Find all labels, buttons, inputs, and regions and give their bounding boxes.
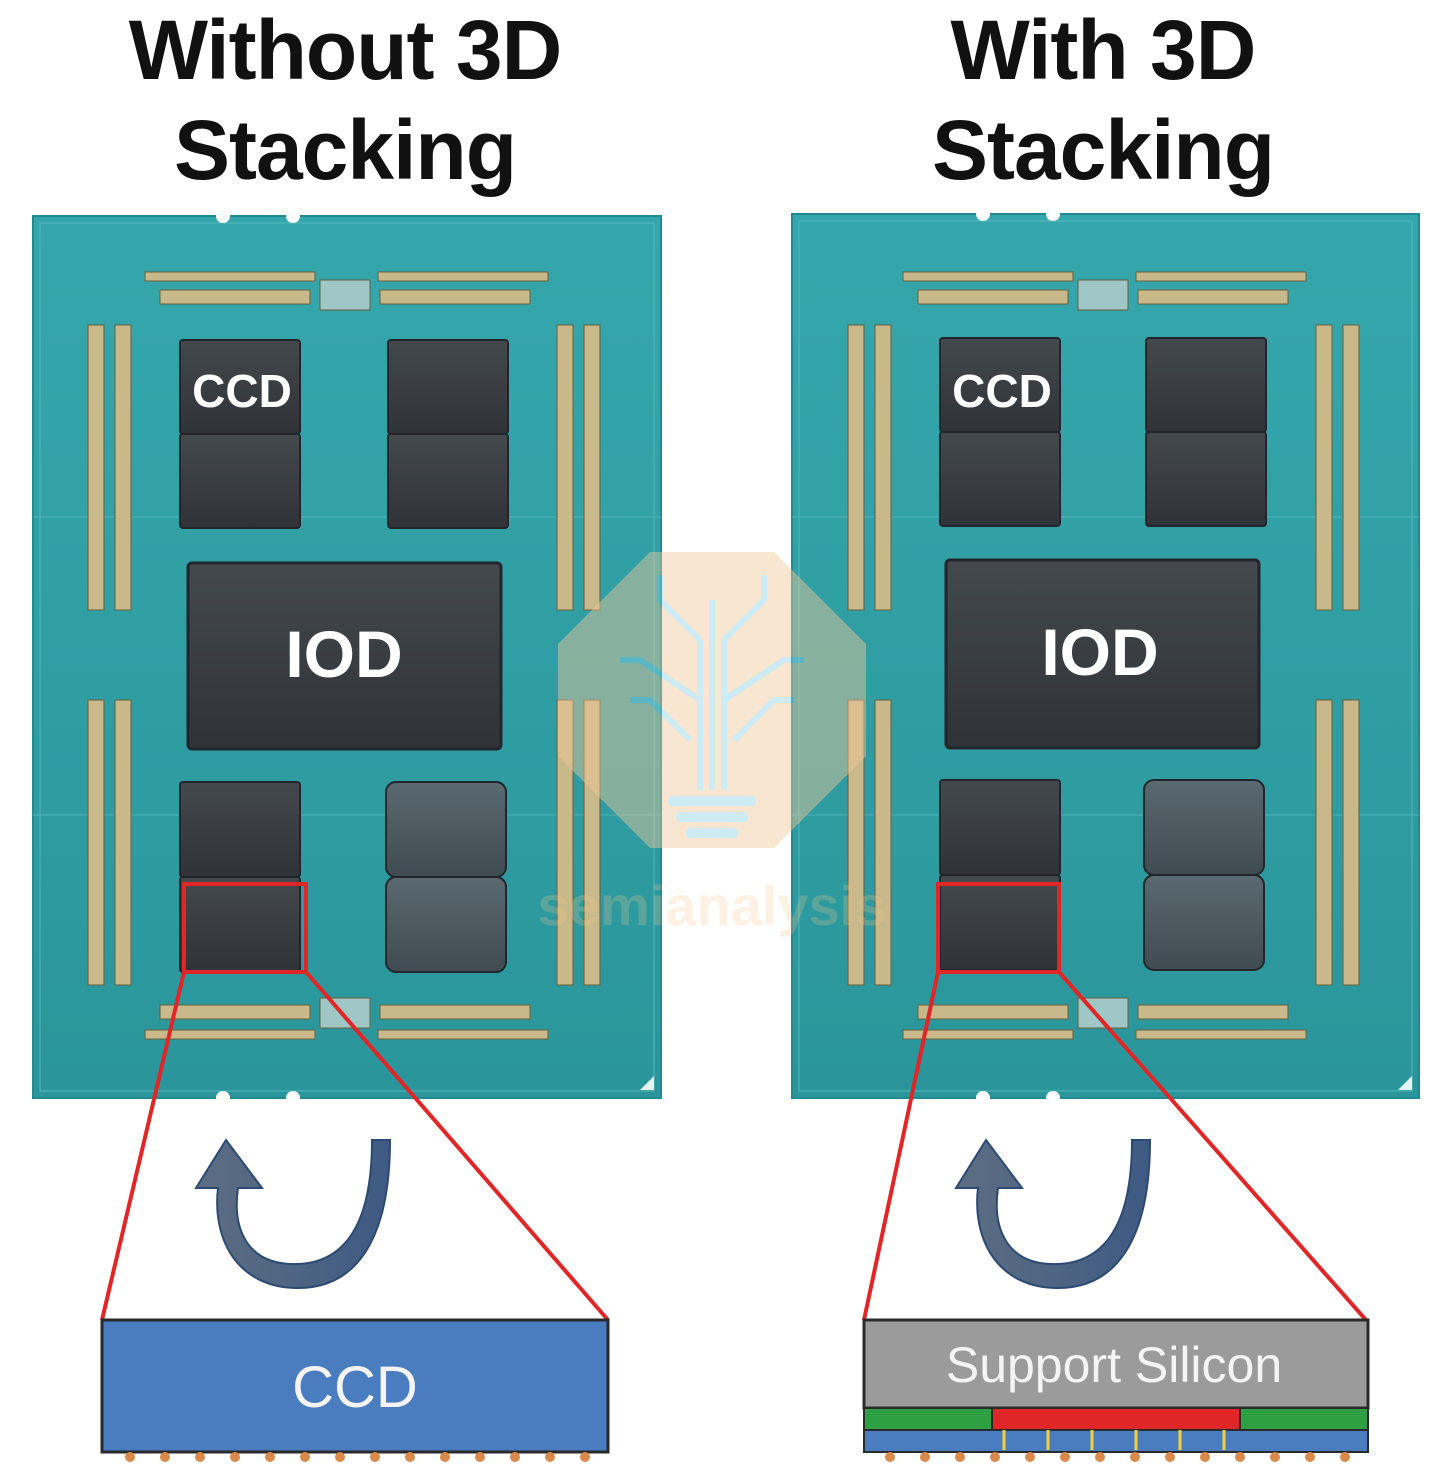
cache-die-left — [863, 1407, 993, 1431]
cache-die-right — [1239, 1407, 1369, 1431]
iod-die-label: IOD — [285, 617, 402, 691]
capacitor-rows — [87, 271, 601, 1040]
watermark: semianalysis — [538, 552, 887, 937]
watermark-logo-icon — [558, 552, 866, 848]
right-capacitor-column — [556, 324, 601, 986]
tsv-row — [1002, 1430, 1226, 1450]
bottom-capacitor-row — [902, 997, 1307, 1040]
ccd-stack-label: CCD — [292, 1355, 418, 1420]
title-line-1: Without 3D — [128, 3, 562, 97]
panel-title-with-3d-stacking: With 3D Stacking — [753, 0, 1453, 200]
flip-arrow-icon — [194, 1138, 392, 1290]
panel-title-without-3d-stacking: Without 3D Stacking — [0, 0, 695, 200]
watermark-text: semianalysis — [538, 874, 887, 937]
top-capacitor-row — [144, 271, 549, 311]
bump-row — [885, 1452, 1350, 1462]
callout-highlight — [862, 882, 1368, 1322]
ccd-die-top-right — [387, 339, 509, 529]
iod-die-label: IOD — [1041, 615, 1158, 689]
bump-row — [125, 1452, 590, 1462]
base-ccd-die — [863, 1429, 1369, 1453]
ccd-die-label: CCD — [952, 365, 1052, 417]
iod-die: IOD — [944, 558, 1261, 750]
tree-circuit-icon — [620, 575, 804, 790]
ccd-die-top-left: CCD — [179, 339, 301, 529]
ccd-die-label: CCD — [192, 365, 292, 417]
support-silicon-stack-crosssection: Support Silicon — [862, 1318, 1370, 1462]
ccd-die-bottom-right — [385, 781, 507, 973]
panel-with-3d-stacking: CCD IOD Support Silicon — [791, 207, 1420, 1462]
title-line-1: With 3D — [950, 3, 1257, 97]
panel-without-3d-stacking: CCD IOD CCD — [32, 209, 662, 1462]
right-capacitor-column — [1315, 324, 1360, 986]
left-capacitor-column — [847, 324, 892, 986]
support-silicon-label: Support Silicon — [946, 1337, 1282, 1393]
bottom-capacitor-row — [144, 997, 549, 1040]
top-capacitor-row — [902, 271, 1307, 311]
ccd-die-bottom-left — [939, 779, 1061, 971]
bulb-base-icon — [668, 796, 756, 838]
title-line-2: Stacking — [931, 103, 1275, 197]
stacked-cache-die — [991, 1407, 1241, 1431]
ccd-stack-crosssection: CCD — [100, 1318, 610, 1462]
ccd-die-bottom-right — [1143, 779, 1265, 971]
title-line-2: Stacking — [173, 103, 517, 197]
callout-highlight — [100, 882, 610, 1322]
left-capacitor-column — [87, 324, 132, 986]
flip-arrow-icon — [954, 1138, 1152, 1290]
ccd-die-bottom-left — [179, 781, 301, 973]
ccd-die-top-right — [1145, 337, 1267, 527]
capacitor-rows — [847, 271, 1360, 1040]
ccd-die-top-left: CCD — [939, 337, 1061, 527]
iod-die: IOD — [186, 561, 503, 751]
